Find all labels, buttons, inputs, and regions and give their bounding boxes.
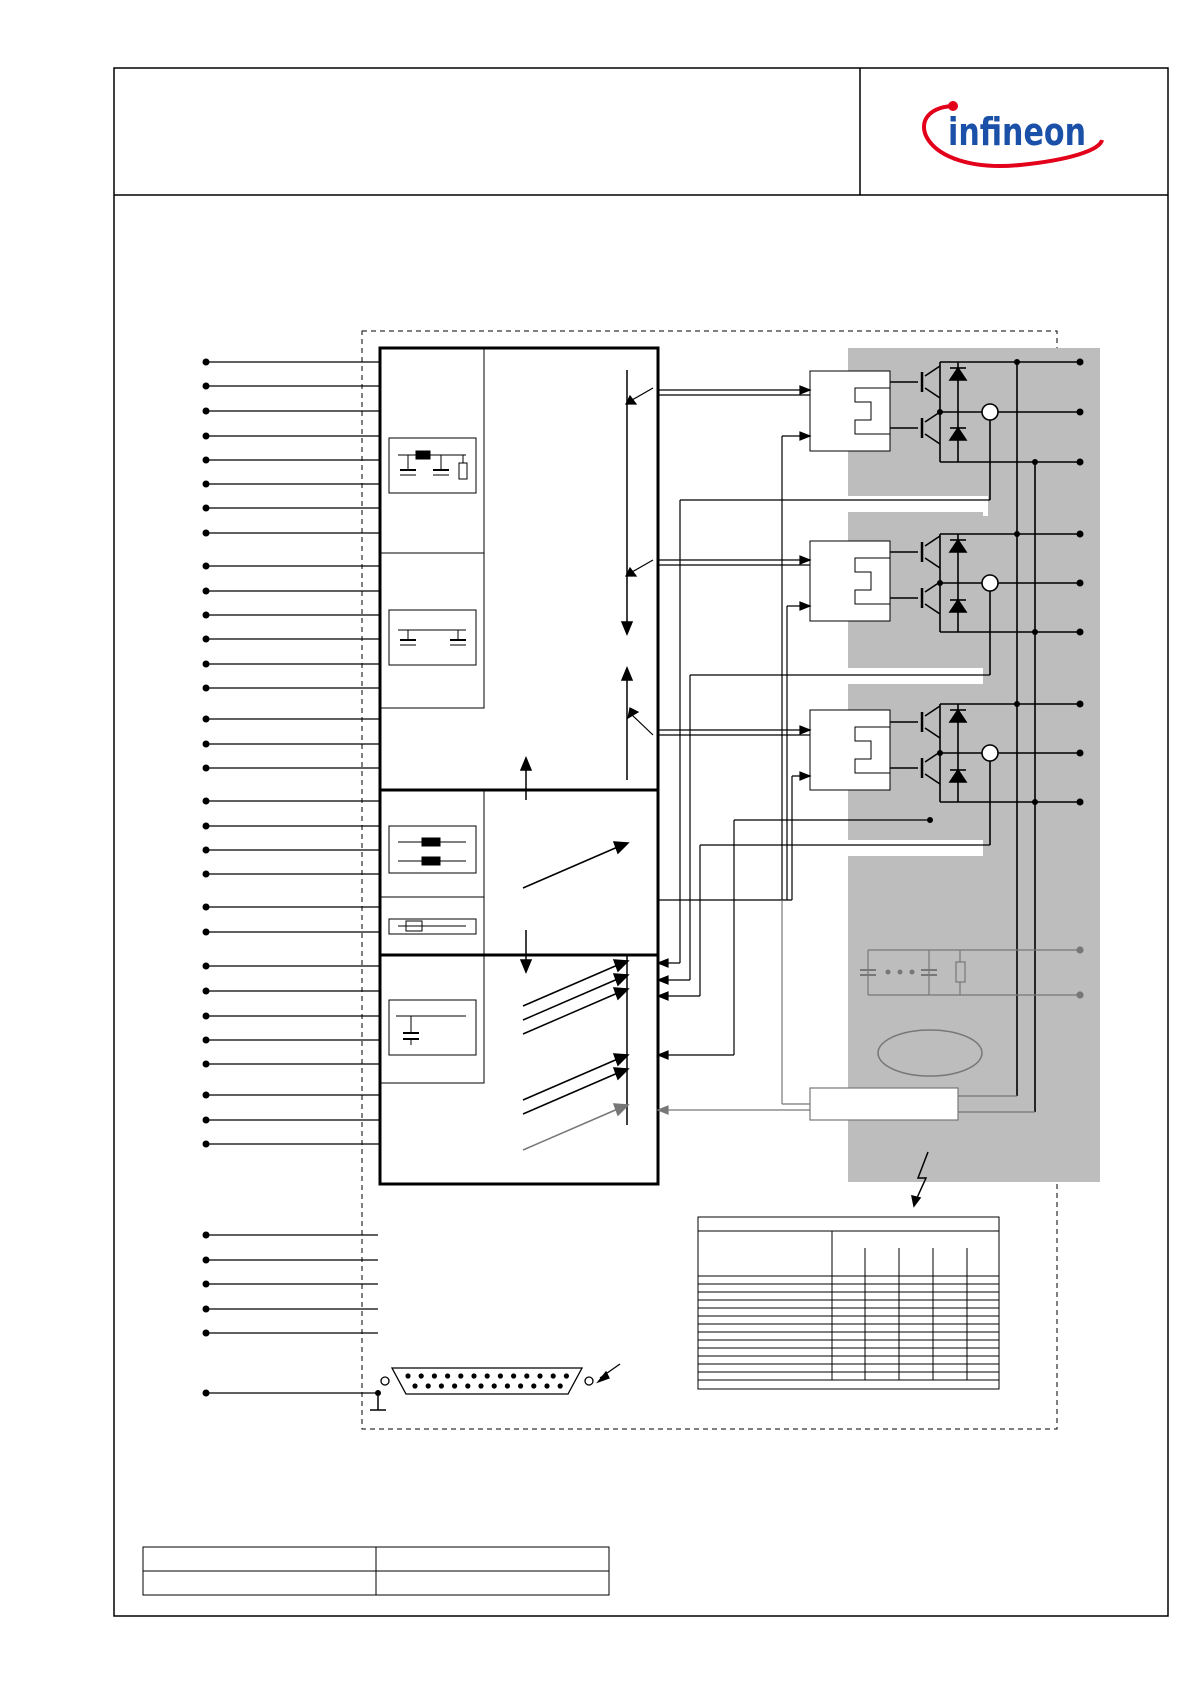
transformer-box — [388, 825, 477, 874]
dsub-pins — [405, 1373, 570, 1389]
internal-bus — [519, 370, 634, 1125]
spec-table — [697, 1216, 1000, 1390]
dsub-pin — [418, 1373, 424, 1379]
right-terminals — [1076, 358, 1084, 806]
dsub-pin — [531, 1383, 537, 1389]
dsub-pin — [478, 1383, 484, 1389]
dsub-pin — [425, 1383, 431, 1389]
footer-table — [142, 1546, 610, 1596]
dsub-pin — [491, 1383, 497, 1389]
dsub-pin — [524, 1373, 530, 1379]
current-sensors — [981, 403, 999, 845]
dsub-pin — [544, 1383, 550, 1389]
driver-block — [378, 346, 660, 1186]
junction-dots — [927, 359, 1038, 823]
dsub-pin — [557, 1383, 563, 1389]
page-border — [113, 67, 1169, 1617]
dsub-pin — [550, 1373, 556, 1379]
dsub-pin — [465, 1383, 471, 1389]
dsub-pin — [537, 1373, 543, 1379]
left-terminals — [202, 358, 381, 1397]
dsub-pin — [563, 1373, 570, 1379]
capacitor-ellipsis — [885, 969, 915, 975]
signal-lines — [625, 385, 990, 1060]
ntc-ellipse — [877, 1029, 983, 1077]
dsub-pin — [497, 1373, 503, 1379]
dsub-pin — [510, 1373, 517, 1379]
dsub-connector — [380, 1363, 621, 1395]
filter-cc-box — [388, 609, 477, 666]
gate-drivers — [809, 370, 891, 791]
dc-link-capacitors — [860, 946, 1084, 999]
dsub-pin — [504, 1383, 510, 1389]
temperature-block — [656, 900, 1035, 1121]
dsub-pin — [471, 1373, 477, 1379]
internal-bus-grey — [522, 1103, 630, 1151]
dsub-pin — [431, 1373, 437, 1379]
dsub-pin — [445, 1373, 451, 1379]
dsub-pin — [412, 1383, 418, 1389]
capacitor-box — [388, 999, 477, 1056]
fuse-box — [388, 918, 477, 935]
dsub-pin — [518, 1383, 524, 1389]
dsub-pin — [438, 1383, 444, 1389]
infineon-logo: infineon — [922, 101, 1104, 169]
dsub-pin — [452, 1383, 458, 1389]
igbt-phase-legs — [890, 361, 1080, 1112]
brand-text: infineon — [948, 110, 1086, 154]
filter-rc-box — [388, 437, 477, 494]
dsub-pin — [484, 1373, 490, 1379]
dsub-pin — [458, 1373, 464, 1379]
ground-junction — [375, 1390, 381, 1396]
dsub-pin — [405, 1373, 411, 1379]
lightning-symbol — [911, 1151, 929, 1208]
